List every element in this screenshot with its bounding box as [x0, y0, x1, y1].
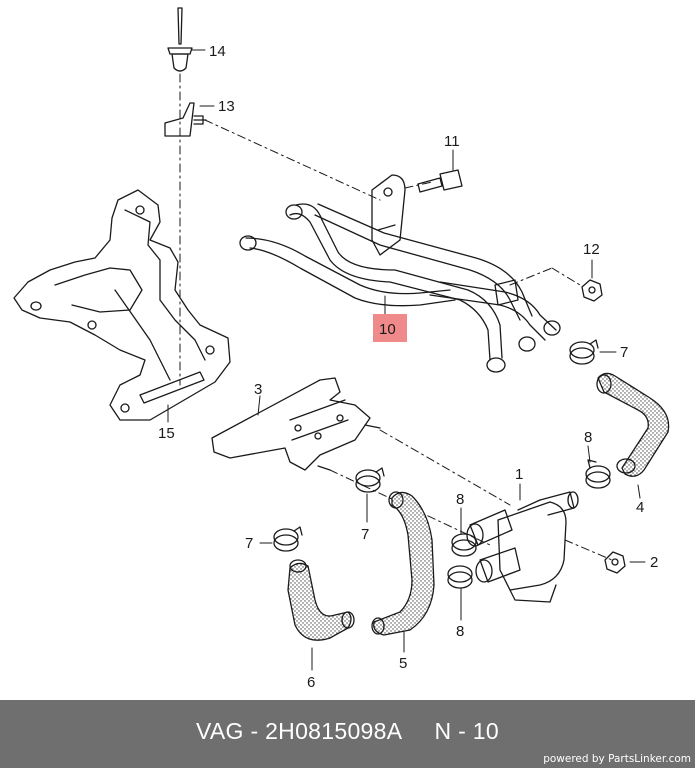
callout-12: 12	[583, 241, 600, 258]
large-mounting-bracket	[13, 189, 231, 421]
callout-7-upper: 7	[620, 344, 628, 361]
coolant-valve	[466, 491, 579, 603]
hose-clamps	[273, 339, 611, 589]
callout-8-lower: 8	[456, 623, 464, 640]
exploded-parts-diagram: 14 13 15 3 11 12 10 7 8 4 1 2 7 7 8 8 5 …	[13, 7, 670, 691]
highlight-box	[373, 314, 407, 342]
rivet-pin	[167, 7, 193, 72]
nut-2	[604, 551, 626, 574]
bolt	[417, 169, 463, 193]
callout-6: 6	[307, 674, 315, 691]
callout-11: 11	[444, 133, 460, 150]
callout-8-right: 8	[584, 429, 592, 446]
small-bracket	[164, 102, 207, 137]
callout-8-upper: 8	[456, 491, 464, 508]
leader-lines	[167, 49, 646, 671]
hose-5	[371, 491, 435, 636]
valve-bracket	[211, 377, 381, 471]
callout-2: 2	[650, 554, 658, 571]
callout-14: 14	[209, 43, 226, 60]
hose-4	[596, 372, 670, 477]
callout-4: 4	[636, 499, 644, 516]
callout-7-middle: 7	[361, 526, 369, 543]
callout-1: 1	[515, 466, 523, 483]
callout-10: 10	[379, 321, 396, 338]
callout-labels: 14 13 15 3 11 12 10 7 8 4 1 2 7 7 8 8 5 …	[158, 43, 658, 691]
callout-15: 15	[158, 425, 175, 442]
callout-3-label: 3	[254, 381, 262, 398]
powered-by-link[interactable]: powered by PartsLinker.com	[543, 753, 691, 765]
callout-5: 5	[399, 655, 407, 672]
heater-pipe-assembly	[239, 174, 561, 373]
part-info-footer: VAG - 2H0815098A N - 10 powered by Parts…	[0, 700, 695, 768]
part-number-title: VAG - 2H0815098A N - 10	[195, 718, 499, 744]
nut-12	[581, 279, 603, 302]
callout-7-left: 7	[245, 535, 253, 552]
hose-6	[287, 559, 355, 641]
callout-13: 13	[218, 98, 235, 115]
